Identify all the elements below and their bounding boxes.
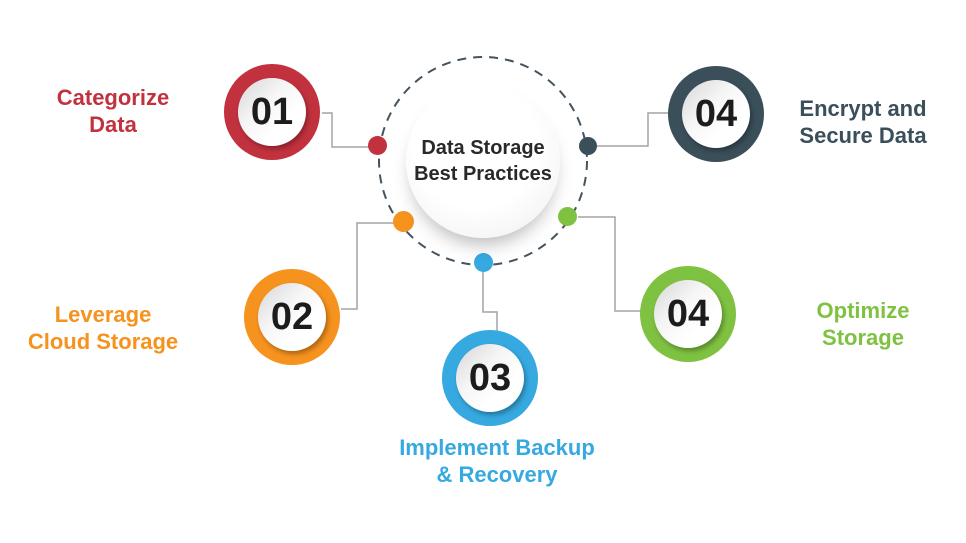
hub-title-line1: Data Storage xyxy=(421,137,545,159)
step-label-categorize-data: Categorize Data xyxy=(33,84,193,138)
step-circle-encrypt-secure-data: 04 xyxy=(668,66,764,162)
step-circle-inner: 04 xyxy=(682,80,750,148)
step-label-optimize-storage: Optimize Storage xyxy=(773,297,953,351)
connector-leverage xyxy=(341,222,395,310)
step-circle-leverage-cloud-storage: 02 xyxy=(244,269,340,365)
hub-title-line2: Best Practices xyxy=(414,163,552,185)
step-number: 03 xyxy=(468,356,512,399)
step-label-line2: Cloud Storage xyxy=(27,329,179,354)
step-circle-implement-backup-recovery: 03 xyxy=(442,330,538,426)
connector-optimize xyxy=(578,216,641,312)
step-label-line2: & Recovery xyxy=(436,462,558,487)
connector-implement xyxy=(482,271,498,331)
step-circle-inner: 03 xyxy=(456,344,524,412)
hub-dot-implement xyxy=(474,253,493,272)
step-number: 02 xyxy=(270,295,314,338)
connector-categorize xyxy=(322,112,369,148)
hub-dot-leverage xyxy=(393,211,414,232)
connector-encrypt xyxy=(597,112,668,147)
step-number: 04 xyxy=(666,292,710,335)
step-label-line1: Categorize xyxy=(56,85,170,110)
step-label-line1: Encrypt and xyxy=(799,96,927,121)
step-circle-optimize-storage: 04 xyxy=(640,266,736,362)
step-circle-inner: 01 xyxy=(238,78,306,146)
step-circle-categorize-data: 01 xyxy=(224,64,320,160)
step-label-leverage-cloud-storage: Leverage Cloud Storage xyxy=(8,301,198,355)
step-number: 04 xyxy=(694,92,738,135)
step-label-line1: Optimize xyxy=(816,298,910,323)
step-label-line1: Implement Backup xyxy=(399,435,595,460)
hub-dot-categorize xyxy=(368,136,387,155)
step-label-implement-backup-recovery: Implement Backup & Recovery xyxy=(377,434,617,488)
hub-title: Data Storage Best Practices xyxy=(414,135,552,187)
step-label-encrypt-secure-data: Encrypt and Secure Data xyxy=(773,95,953,149)
step-circle-inner: 02 xyxy=(258,283,326,351)
hub-dot-encrypt xyxy=(579,137,597,155)
step-label-line2: Secure Data xyxy=(799,123,927,148)
step-label-line2: Storage xyxy=(822,325,904,350)
hub-dot-optimize xyxy=(558,207,577,226)
step-label-line1: Leverage xyxy=(54,302,152,327)
step-number: 01 xyxy=(250,90,294,133)
step-label-line2: Data xyxy=(89,112,137,137)
hub-circle: Data Storage Best Practices xyxy=(406,84,560,238)
step-circle-inner: 04 xyxy=(654,280,722,348)
